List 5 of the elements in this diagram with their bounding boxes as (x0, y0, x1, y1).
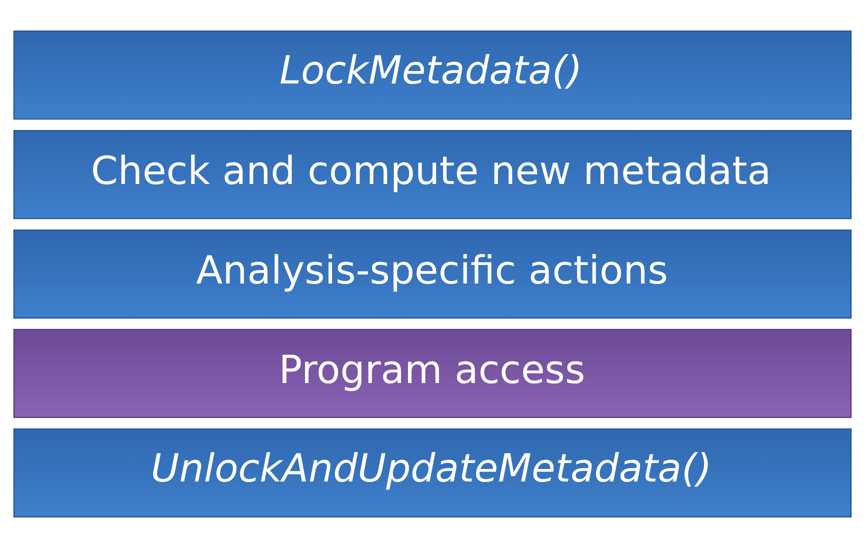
node-box: Program access (13, 328, 852, 418)
node-box: Analysis-specific actions (13, 228, 852, 318)
node-box: UnlockAndUpdateMetadata() (13, 428, 852, 517)
node-box: Check and compute new metadata (13, 129, 852, 219)
node-box: LockMetadata() (13, 30, 852, 120)
